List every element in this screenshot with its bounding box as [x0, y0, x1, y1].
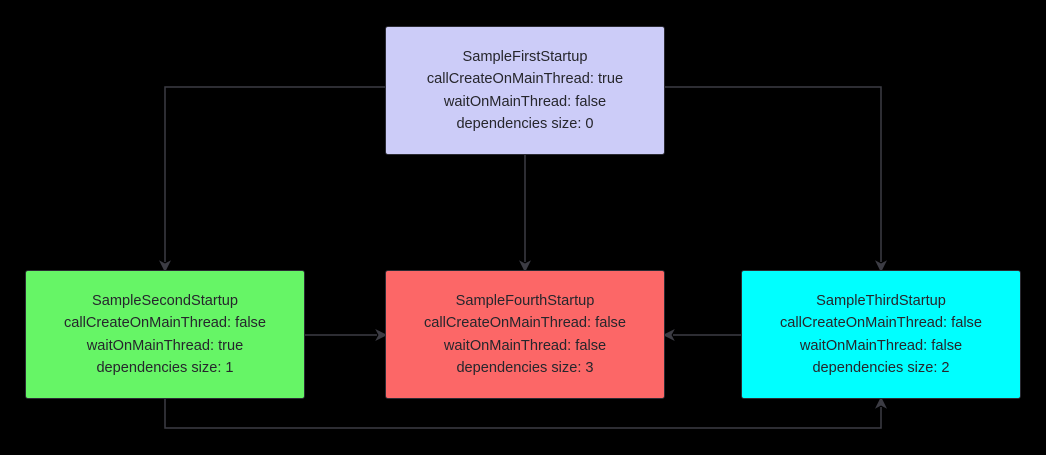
node-wait-on-main-thread: waitOnMainThread: false — [443, 93, 607, 110]
node-dependencies-size: dependencies size: 3 — [456, 360, 594, 376]
node-wait-on-main-thread: waitOnMainThread: true — [86, 337, 244, 354]
node-dependencies-size: dependencies size: 0 — [456, 116, 594, 132]
node-title: SampleFourthStartup — [455, 292, 595, 309]
node-title: SampleSecondStartup — [91, 292, 239, 309]
node-sample-first-startup[interactable]: SampleFirstStartup callCreateOnMainThrea… — [385, 26, 665, 155]
node-dependencies-size: dependencies size: 2 — [812, 360, 950, 376]
edge-first-to-second — [159, 86, 385, 273]
node-sample-third-startup[interactable]: SampleThirdStartup callCreateOnMainThrea… — [741, 270, 1021, 399]
node-title: SampleThirdStartup — [816, 292, 946, 309]
node-call-create-on-main-thread: callCreateOnMainThread: false — [64, 315, 266, 331]
node-dependencies-size: dependencies size: 1 — [96, 360, 234, 376]
node-wait-on-main-thread: waitOnMainThread: false — [443, 337, 607, 354]
node-sample-second-startup[interactable]: SampleSecondStartup callCreateOnMainThre… — [25, 270, 305, 399]
edge-first-to-third — [665, 86, 887, 273]
node-wait-on-main-thread: waitOnMainThread: false — [799, 337, 963, 354]
node-title: SampleFirstStartup — [462, 48, 588, 65]
edge-second-to-third — [164, 396, 887, 429]
node-call-create-on-main-thread: callCreateOnMainThread: true — [426, 71, 624, 87]
node-call-create-on-main-thread: callCreateOnMainThread: false — [424, 315, 626, 331]
node-call-create-on-main-thread: callCreateOnMainThread: false — [780, 315, 982, 331]
node-sample-fourth-startup[interactable]: SampleFourthStartup callCreateOnMainThre… — [385, 270, 665, 399]
